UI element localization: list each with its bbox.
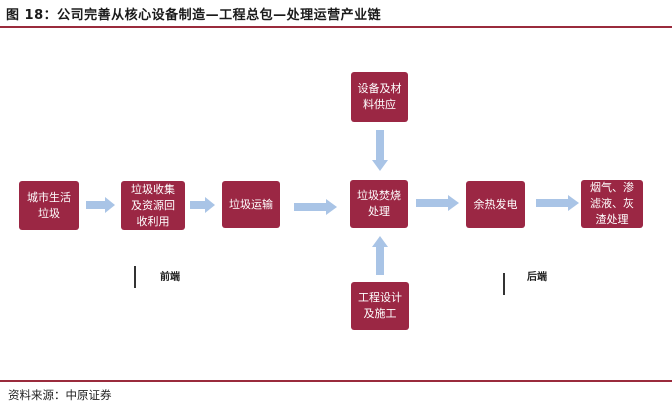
- node-waste-heat-power: 余热发电: [466, 181, 525, 228]
- node-engineering-construction: 工程设计 及施工: [351, 282, 409, 330]
- back-end-divider: [503, 273, 505, 295]
- back-end-label: 后端: [527, 272, 547, 283]
- arrow-right-2: [190, 197, 215, 213]
- arrow-right-4: [416, 195, 459, 211]
- node-flue-leachate-ash: 烟气、渗 滤液、灰 渣处理: [581, 180, 643, 228]
- source-note: 资料来源：中原证券: [8, 388, 112, 402]
- arrow-down: [372, 130, 388, 171]
- arrow-right-3: [294, 199, 337, 215]
- front-end-label: 前端: [160, 272, 180, 283]
- arrow-right-1: [86, 197, 115, 213]
- top-rule: [0, 26, 672, 28]
- front-end-divider: [134, 266, 136, 288]
- node-incineration: 垃圾焚烧 处理: [350, 180, 408, 228]
- bottom-rule: [0, 380, 672, 382]
- arrow-right-5: [536, 195, 579, 211]
- node-transport: 垃圾运输: [222, 181, 280, 228]
- figure-title: 图 18：公司完善从核心设备制造—工程总包—处理运营产业链: [6, 8, 382, 23]
- node-equipment-supply: 设备及材 料供应: [351, 72, 408, 122]
- node-collection-recycling: 垃圾收集 及资源回 收利用: [121, 181, 185, 230]
- node-city-garbage: 城市生活 垃圾: [19, 181, 79, 230]
- arrow-up: [372, 236, 388, 275]
